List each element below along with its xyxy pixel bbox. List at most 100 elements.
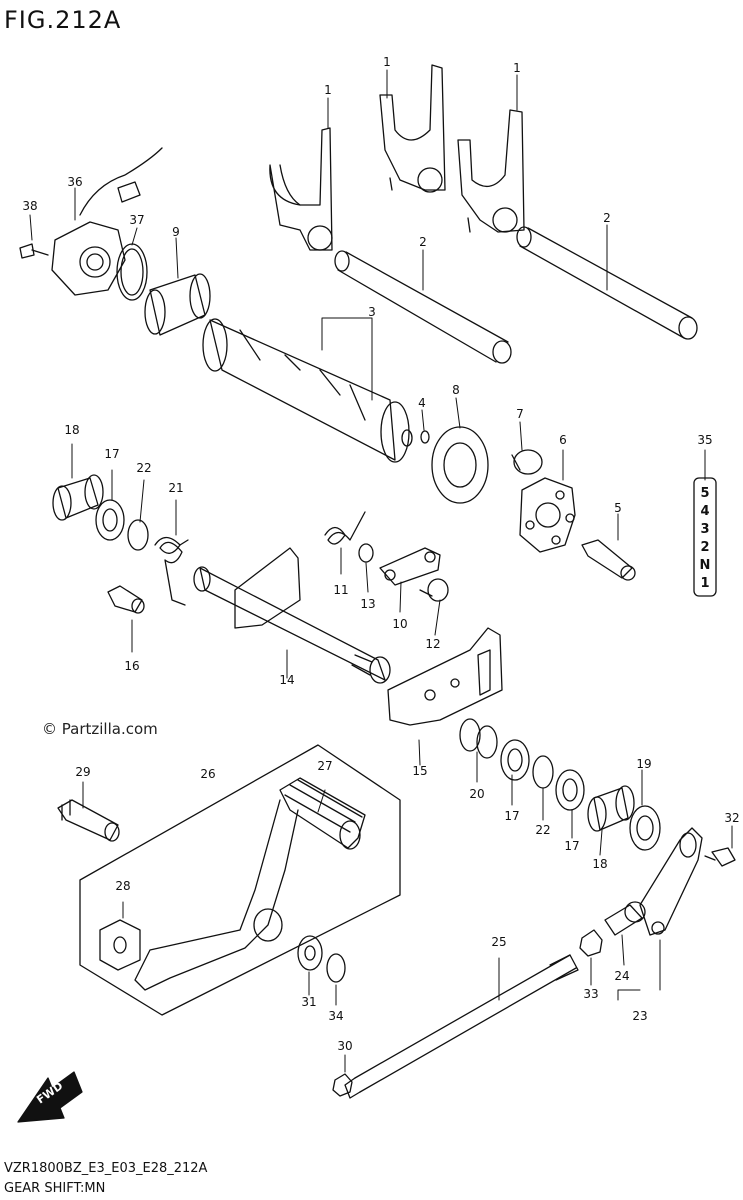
bolt-32[interactable] [704,847,736,867]
cam-stopper-plate[interactable] [519,477,576,553]
fork-shaft-1[interactable] [334,250,512,364]
screw-38[interactable] [19,243,49,259]
callout-c28[interactable]: 28 [115,879,130,893]
oil-seal-19[interactable] [629,805,661,851]
callout-c38[interactable]: 38 [22,199,37,213]
needle-bearing-18-left[interactable] [52,474,104,521]
cam-pin-5[interactable] [581,539,636,581]
shift-lever[interactable] [134,799,299,991]
gear-position-N: N [700,558,711,573]
callout-c34[interactable]: 34 [328,1009,343,1023]
cam-driven-arm-10[interactable] [379,547,441,586]
callout-c13[interactable]: 13 [360,597,375,611]
gearshift-lever-assembly-box [79,744,401,1016]
partzilla-watermark: © Partzilla.com [42,720,158,738]
circlip-20[interactable] [459,718,498,759]
shift-fork-center[interactable] [379,64,446,193]
nut-33[interactable] [579,929,603,957]
callout-c18b[interactable]: 18 [592,857,607,871]
washer-17-mid[interactable] [500,739,530,781]
shift-fork-left[interactable] [269,127,333,251]
callout-c36[interactable]: 36 [67,175,82,189]
circlip-22-right[interactable] [532,755,554,789]
bearing-8[interactable] [431,426,489,504]
stud-16[interactable] [107,585,145,614]
callout-c7[interactable]: 7 [516,407,524,421]
washer-17-right[interactable] [555,769,585,811]
callout-c5[interactable]: 5 [614,501,622,515]
gear-position-box [693,477,717,597]
callout-c18a[interactable]: 18 [64,423,79,437]
gearshift-shaft[interactable] [193,547,391,684]
fwd-arrow-icon [17,1071,83,1123]
washer-31[interactable] [297,935,323,971]
fork-shaft-2[interactable] [516,226,698,340]
callout-c30[interactable]: 30 [337,1039,352,1053]
callout-c8[interactable]: 8 [452,383,460,397]
callout-c35[interactable]: 35 [697,433,712,447]
callout-c27[interactable]: 27 [317,759,332,773]
callout-c1a[interactable]: 1 [324,83,332,97]
bolt-12[interactable] [419,578,449,602]
callout-c2b[interactable]: 2 [603,211,611,225]
gear-position-1: 1 [700,576,709,591]
callout-c17c[interactable]: 17 [564,839,579,853]
shift-cam-drum[interactable] [202,318,413,463]
gearshift-rod[interactable] [344,954,579,1099]
o-ring-37[interactable] [116,243,148,301]
callout-c16[interactable]: 16 [124,659,139,673]
shift-fork-right[interactable] [457,109,525,233]
callout-c1c[interactable]: 1 [513,61,521,75]
callout-c21[interactable]: 21 [168,481,183,495]
callout-c17a[interactable]: 17 [104,447,119,461]
callout-c25[interactable]: 25 [491,935,506,949]
callout-c14[interactable]: 14 [279,673,294,687]
spring-11[interactable] [324,511,366,545]
callout-c20[interactable]: 20 [469,787,484,801]
callout-c22b[interactable]: 22 [535,823,550,837]
bolt-7[interactable] [511,449,543,475]
callout-c22a[interactable]: 22 [136,461,151,475]
callout-c24[interactable]: 24 [614,969,629,983]
callout-c17b[interactable]: 17 [504,809,519,823]
rod-end-24[interactable] [604,901,646,936]
callout-c10[interactable]: 10 [392,617,407,631]
callout-c23[interactable]: 23 [632,1009,647,1023]
callout-c26[interactable]: 26 [200,767,215,781]
bolt-29[interactable] [57,799,120,842]
needle-bearing-9[interactable] [144,273,211,336]
gear-position-sensor[interactable] [51,147,163,296]
callout-c12[interactable]: 12 [425,637,440,651]
callout-c31[interactable]: 31 [301,995,316,1009]
callout-c2a[interactable]: 2 [419,235,427,249]
callout-c15[interactable]: 15 [412,764,427,778]
return-spring-21[interactable] [154,536,189,606]
gear-position-3: 3 [700,522,709,537]
nut-30[interactable] [332,1073,353,1097]
callout-c6[interactable]: 6 [559,433,567,447]
needle-bearing-18-right[interactable] [587,785,635,832]
shift-lever-rubber-27[interactable] [279,777,366,850]
callout-c19[interactable]: 19 [636,757,651,771]
callout-c4[interactable]: 4 [418,396,426,410]
callout-c37[interactable]: 37 [129,213,144,227]
circlip-34[interactable] [326,953,346,983]
circlip-22-left[interactable] [127,519,149,551]
drum-pin[interactable] [420,430,430,444]
washer-17-left[interactable] [95,499,125,541]
washer-13[interactable] [358,543,374,563]
callout-c3[interactable]: 3 [368,305,376,319]
pivot-bolt-28[interactable] [99,919,141,971]
callout-c32[interactable]: 32 [724,811,739,825]
callout-c33[interactable]: 33 [583,987,598,1001]
gearshift-arm-plate[interactable] [387,627,503,726]
callout-c29[interactable]: 29 [75,765,90,779]
gear-position-5: 5 [700,486,709,501]
shift-link-arm-23[interactable] [639,827,703,936]
callout-c9[interactable]: 9 [172,225,180,239]
callout-c1b[interactable]: 1 [383,55,391,69]
callout-c11[interactable]: 11 [333,583,348,597]
